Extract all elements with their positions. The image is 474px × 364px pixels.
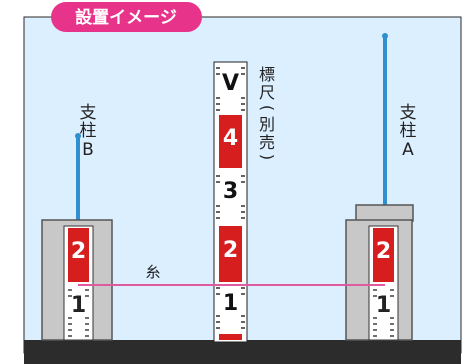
staff-label-char-5: 売 bbox=[259, 133, 275, 152]
post-b-scale-red bbox=[68, 228, 89, 282]
post-a-digit-1: 1 bbox=[376, 293, 391, 318]
staff-label: 標 尺 ( 別 売 ) bbox=[258, 65, 277, 160]
post-b-label-char-2: 柱 bbox=[80, 121, 97, 141]
post-a-digit-2: 2 bbox=[376, 239, 391, 264]
post-a: 2 1 bbox=[345, 33, 414, 341]
post-b-label-char-3: B bbox=[82, 140, 94, 160]
post-b-digit-2: 2 bbox=[71, 239, 86, 264]
staff-label-char-2: 尺 bbox=[259, 83, 275, 102]
post-b-label: 支 柱 B bbox=[80, 103, 97, 160]
staff-digit-3: 3 bbox=[223, 179, 238, 204]
post-a-tip bbox=[382, 33, 388, 39]
post-a-label-char-3: A bbox=[402, 140, 414, 160]
staff-digit-1: 1 bbox=[223, 291, 238, 316]
ground bbox=[24, 340, 461, 364]
post-b: 2 1 bbox=[41, 133, 113, 341]
staff-label-char-4: 別 bbox=[259, 115, 275, 134]
post-a-cap bbox=[355, 204, 414, 222]
staff-ticks-left bbox=[216, 67, 220, 329]
staff-red-seg-2 bbox=[219, 226, 242, 282]
post-b-ticks bbox=[68, 289, 89, 337]
staff-digit-v: V bbox=[222, 71, 239, 96]
post-b-label-char-1: 支 bbox=[80, 103, 97, 123]
staff-label-char-1: 標 bbox=[259, 65, 275, 84]
staff-body bbox=[213, 61, 248, 343]
staff-rod: V 4 3 2 1 bbox=[213, 61, 248, 343]
post-a-label-char-1: 支 bbox=[400, 103, 417, 123]
string-label: 糸 bbox=[145, 263, 160, 281]
title-badge-label: 設置イメージ bbox=[75, 7, 177, 28]
post-a-label: 支 柱 A bbox=[400, 103, 417, 160]
post-a-scale-red bbox=[373, 228, 394, 282]
post-b-tip bbox=[75, 133, 81, 139]
staff-label-char-6: ) bbox=[258, 154, 277, 160]
title-badge: 設置イメージ bbox=[51, 2, 202, 32]
staff-digit-4: 4 bbox=[223, 126, 238, 151]
staff-red-seg-4 bbox=[219, 115, 242, 168]
post-a-label-char-2: 柱 bbox=[400, 121, 417, 141]
staff-digit-2: 2 bbox=[223, 238, 238, 263]
post-a-ticks bbox=[373, 289, 394, 337]
staff-red-seg-bottom bbox=[219, 334, 242, 340]
post-b-digit-1: 1 bbox=[71, 293, 86, 318]
staff-label-char-3: ( bbox=[258, 105, 277, 111]
staff-ticks-right bbox=[241, 67, 245, 329]
